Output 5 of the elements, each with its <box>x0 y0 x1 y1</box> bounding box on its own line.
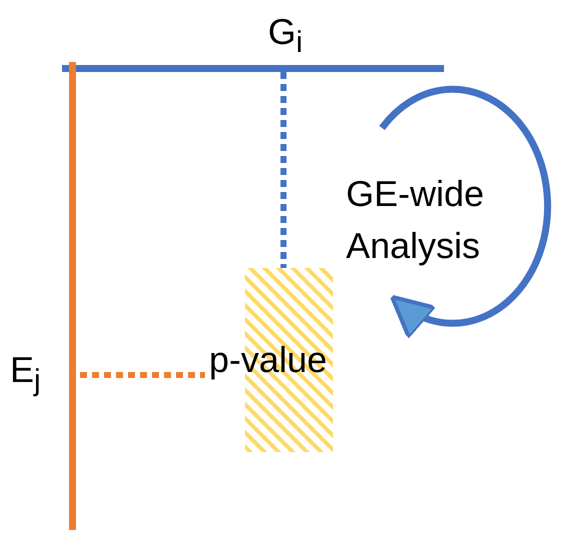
dotted-connector <box>280 72 286 268</box>
text-label: GE-wide Analysis <box>346 172 486 268</box>
node-label: G$_{i}$ <box>268 12 303 62</box>
dotted-connector <box>80 372 205 378</box>
node-label: E$_{j}$ <box>10 350 41 400</box>
